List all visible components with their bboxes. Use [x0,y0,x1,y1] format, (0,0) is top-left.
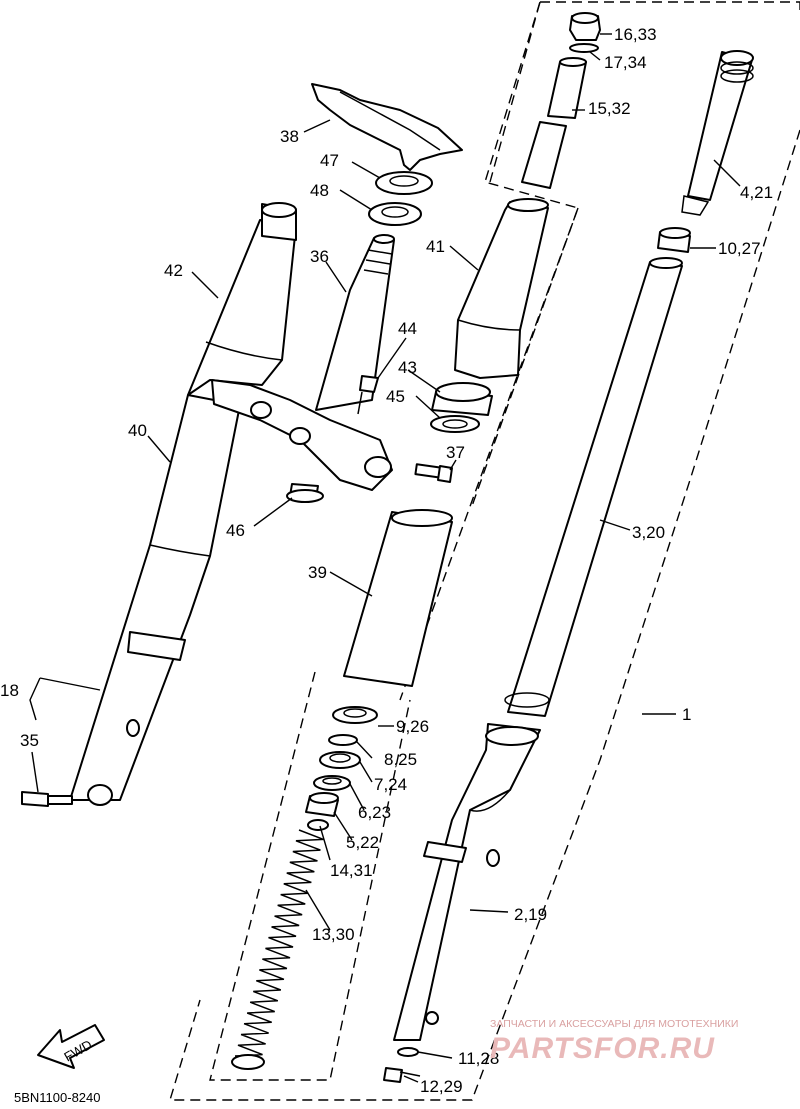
label-1: 1 [682,705,691,724]
clip-8-part[interactable] [328,734,358,746]
leader-lines [29,33,741,1083]
label-42: 42 [164,261,183,280]
label-18: 18 [0,681,19,700]
label-35: 35 [20,731,39,750]
right-fork-leg-part[interactable] [393,723,541,1041]
label-41: 41 [426,237,445,256]
bushing-5-part[interactable] [305,792,339,817]
nut-43-part[interactable] [431,382,493,416]
seal-48-part[interactable] [368,202,422,226]
steering-stem-part[interactable] [315,234,395,411]
bolt-44-part[interactable] [357,375,379,415]
lower-cover-39-part[interactable] [343,509,453,687]
label-13-30: 13,30 [312,925,355,944]
watermark: ЗАПЧАСТИ И АКСЕССУАРЫ ДЛЯ МОТОТЕХНИКИ PA… [490,1018,738,1065]
bolt-37-part[interactable] [414,463,453,483]
label-11-28: 11,28 [458,1049,499,1068]
axle-bolt-35-part[interactable] [21,791,73,807]
washer-45-part[interactable] [430,415,480,433]
bracket-part[interactable] [311,83,463,171]
washer-6-part[interactable] [313,775,351,791]
label-17-34: 17,34 [604,53,647,72]
seal-47-part[interactable] [375,171,433,195]
label-5-22: 5,22 [346,833,379,852]
label-47: 47 [320,151,339,170]
label-4-21: 4,21 [740,183,773,202]
label-2-19: 2,19 [514,905,547,924]
label-37: 37 [446,443,465,462]
nut-46-part[interactable] [286,483,324,503]
fwd-arrow-icon: FWD [37,1024,105,1069]
label-14-31: 14,31 [330,861,373,880]
label-7-24: 7,24 [374,775,407,794]
label-16-33: 16,33 [614,25,657,44]
inner-tube-top-part[interactable] [681,50,754,216]
outer-tube-part[interactable] [504,257,683,717]
spacer-part[interactable] [521,57,587,189]
part-labels: 16,33 17,34 15,32 4,21 10,27 38 47 48 41… [0,25,773,1105]
upper-cover-41-part[interactable] [454,198,549,379]
left-fork-cover-part[interactable] [187,202,297,396]
bushing-part[interactable] [657,227,691,253]
label-15-32: 15,32 [588,99,631,118]
spring-part[interactable] [231,829,324,1070]
label-40: 40 [128,421,147,440]
label-9-26: 9,26 [396,717,429,736]
label-46: 46 [226,521,245,540]
label-6-23: 6,23 [358,803,391,822]
group-outlines [169,1,800,1101]
label-36: 36 [310,247,329,266]
label-38: 38 [280,127,299,146]
label-39: 39 [308,563,327,582]
label-8-25: 8,25 [384,750,417,769]
washer-11-part[interactable] [397,1047,419,1057]
piston-14-part[interactable] [307,819,329,831]
label-43: 43 [398,358,417,377]
seal-9-part[interactable] [332,706,378,724]
bolt-12-part[interactable] [383,1067,421,1083]
watermark-tagline: ЗАПЧАСТИ И АКСЕССУАРЫ ДЛЯ МОТОТЕХНИКИ [490,1018,738,1030]
left-fork-leg-part[interactable] [69,394,241,806]
diagram-code: 5BN1100-8240 [14,1090,101,1105]
label-44: 44 [398,319,417,338]
label-10-27: 10,27 [718,239,761,258]
triple-clamp-part[interactable] [211,379,393,491]
seal-7-part[interactable] [319,751,361,769]
label-48: 48 [310,181,329,200]
cap-bolt-part[interactable] [569,12,601,53]
watermark-brand: PARTSFOR.RU [490,1032,715,1065]
label-3-20: 3,20 [632,523,665,542]
label-12-29: 12,29 [420,1077,463,1096]
label-45: 45 [386,387,405,406]
